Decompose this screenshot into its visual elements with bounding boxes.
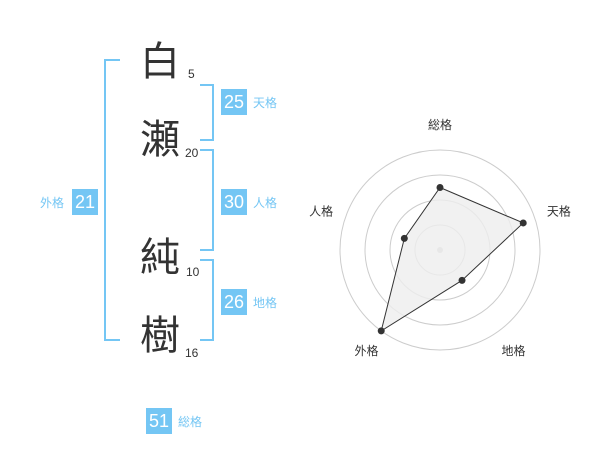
tenkaku-bracket [200, 84, 214, 141]
chikaku-bracket [200, 259, 214, 341]
stroke-count-3: 10 [186, 265, 200, 279]
radar-axis-label-5: 人格 [309, 203, 333, 218]
chikaku-label: 地格 [253, 296, 278, 310]
radar-axis-label-2: 天格 [547, 203, 571, 218]
radar-points [377, 184, 527, 335]
name-char-4: 樹 [140, 313, 180, 359]
soukaku-label: 総格 [178, 415, 203, 429]
soukaku-badge: 51 [146, 408, 172, 434]
name-char-1: 白 [140, 39, 180, 85]
radar-point-4 [377, 327, 385, 335]
stroke-count-4: 16 [185, 346, 199, 360]
radar-point-2 [519, 219, 527, 227]
tenkaku-label: 天格 [253, 96, 278, 110]
radar-rings [339, 149, 541, 351]
jinkaku-badge: 30 [221, 189, 247, 215]
radar-axis-label-1: 総格 [428, 117, 452, 132]
gaikaku-badge: 21 [72, 189, 98, 215]
gaikaku-bracket [104, 59, 120, 341]
jinkaku-bracket [200, 149, 214, 251]
gaikaku-label: 外格 [40, 196, 65, 210]
radar-series-polygon [380, 186, 525, 332]
radar-point-3 [458, 276, 466, 284]
chikaku-badge: 26 [221, 289, 247, 315]
jinkaku-label: 人格 [253, 196, 278, 210]
radar-point-1 [436, 184, 444, 191]
name-char-3: 純 [140, 235, 180, 281]
name-char-2: 瀬 [140, 117, 180, 163]
stroke-count-1: 5 [188, 67, 195, 81]
radar-axis-label-4: 外格 [355, 343, 379, 358]
radar-shape [380, 186, 525, 332]
radar-ring [364, 174, 516, 326]
stroke-count-2: 20 [185, 146, 199, 160]
tenkaku-badge: 25 [221, 89, 247, 115]
radar-point-5 [400, 234, 408, 242]
radar-ring [339, 149, 541, 351]
radar-axis-label-3: 地格 [501, 343, 525, 358]
